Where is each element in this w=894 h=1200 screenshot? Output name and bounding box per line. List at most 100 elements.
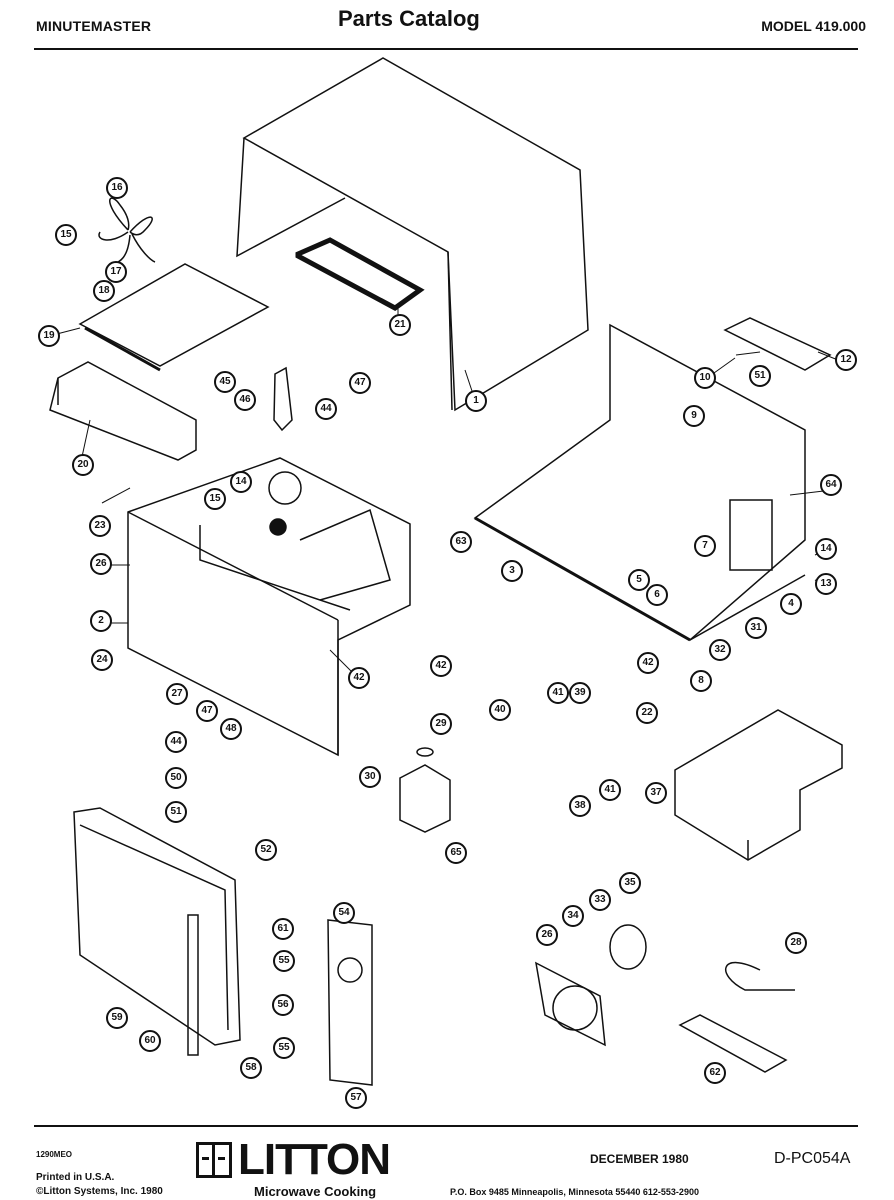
callout-48b[interactable]: 47 <box>349 372 371 394</box>
callout-55b[interactable]: 55 <box>273 1037 295 1059</box>
part-fan-blade <box>98 197 156 266</box>
part-wrap-cover <box>723 317 832 371</box>
part-housing <box>674 709 843 861</box>
callout-14[interactable]: 14 <box>815 538 837 560</box>
callout-53[interactable]: 52 <box>255 839 277 861</box>
callout-5[interactable]: 5 <box>628 569 650 591</box>
callout-46[interactable]: 44 <box>315 398 337 420</box>
callout-29[interactable]: 29 <box>430 713 452 735</box>
printed-in: Printed in U.S.A. <box>36 1172 115 1183</box>
callout-8[interactable]: 8 <box>690 670 712 692</box>
callout-40[interactable]: 40 <box>489 699 511 721</box>
callout-17a[interactable]: 16 <box>106 177 128 199</box>
litton-logo: LITTON <box>196 1135 391 1184</box>
callout-48a[interactable]: 46 <box>234 389 256 411</box>
copyright: ©Litton Systems, Inc. 1980 <box>36 1186 163 1197</box>
callout-25[interactable]: 24 <box>91 649 113 671</box>
callout-3[interactable]: 3 <box>501 560 523 582</box>
callout-30[interactable]: 30 <box>359 766 381 788</box>
callout-41b[interactable]: 41 <box>599 779 621 801</box>
part-oven-cavity <box>127 457 411 757</box>
callout-49[interactable]: 47 <box>196 700 218 722</box>
callout-20[interactable]: 19 <box>38 325 60 347</box>
part-base-plate <box>78 263 270 372</box>
callout-44[interactable]: 42 <box>430 655 452 677</box>
callout-59[interactable]: 59 <box>106 1007 128 1029</box>
callout-57[interactable]: 57 <box>345 1087 367 1109</box>
part-switch-bracket <box>273 366 293 432</box>
callout-41a[interactable]: 41 <box>547 682 569 704</box>
callout-61[interactable]: 61 <box>272 918 294 940</box>
part-cabinet-cover <box>236 57 589 412</box>
callout-12[interactable]: 12 <box>835 349 857 371</box>
callout-63[interactable]: 63 <box>450 531 472 553</box>
callout-42[interactable]: 42 <box>637 652 659 674</box>
callout-16b[interactable]: 15 <box>204 488 226 510</box>
callout-43[interactable]: 42 <box>348 667 370 689</box>
callout-26[interactable]: 26 <box>90 553 112 575</box>
callout-54[interactable]: 54 <box>333 902 355 924</box>
callout-60[interactable]: 60 <box>139 1030 161 1052</box>
litton-logo-mark-icon <box>196 1142 232 1178</box>
part-air-duct <box>49 361 197 461</box>
part-gasket <box>295 237 425 311</box>
callout-23[interactable]: 22 <box>636 702 658 724</box>
logo-text: LITTON <box>238 1135 391 1184</box>
callout-10[interactable]: 10 <box>694 367 716 389</box>
callout-4[interactable]: 4 <box>780 593 802 615</box>
callout-47[interactable]: 45 <box>214 371 236 393</box>
callout-33[interactable]: 33 <box>589 889 611 911</box>
header-rule <box>34 48 858 50</box>
callout-31[interactable]: 31 <box>745 617 767 639</box>
callout-28[interactable]: 28 <box>785 932 807 954</box>
callout-65[interactable]: 65 <box>445 842 467 864</box>
part-fan-shroud <box>535 961 606 1047</box>
footer-rule <box>34 1125 858 1127</box>
callout-52[interactable]: 51 <box>165 801 187 823</box>
callout-62[interactable]: 62 <box>704 1062 726 1084</box>
callout-34[interactable]: 34 <box>562 905 584 927</box>
brand-label: MINUTEMASTER <box>36 18 152 34</box>
part-light-cover <box>678 1014 788 1073</box>
callout-55[interactable]: 55 <box>273 950 295 972</box>
model-number: MODEL 419.000 <box>761 18 866 34</box>
callout-56[interactable]: 56 <box>272 994 294 1016</box>
callout-38[interactable]: 38 <box>569 795 591 817</box>
callout-15[interactable]: 14 <box>230 471 252 493</box>
callout-6[interactable]: 6 <box>646 584 668 606</box>
callout-13[interactable]: 13 <box>815 573 837 595</box>
callout-26b[interactable]: 26 <box>536 924 558 946</box>
callout-50[interactable]: 48 <box>220 718 242 740</box>
callout-51a[interactable]: 50 <box>165 767 187 789</box>
part-door <box>73 807 241 1056</box>
part-magnetron <box>399 747 451 833</box>
part-probe <box>725 961 795 991</box>
callout-7[interactable]: 7 <box>694 535 716 557</box>
callout-37[interactable]: 37 <box>645 782 667 804</box>
callout-64[interactable]: 64 <box>820 474 842 496</box>
callout-51b[interactable]: 51 <box>749 365 771 387</box>
callout-2[interactable]: 2 <box>90 610 112 632</box>
callout-35[interactable]: 35 <box>619 872 641 894</box>
callout-39[interactable]: 39 <box>569 682 591 704</box>
callout-21[interactable]: 20 <box>72 454 94 476</box>
callout-27[interactable]: 27 <box>166 683 188 705</box>
callout-16[interactable]: 15 <box>55 224 77 246</box>
callout-9[interactable]: 9 <box>683 405 705 427</box>
callout-19[interactable]: 18 <box>93 280 115 302</box>
callout-32[interactable]: 32 <box>709 639 731 661</box>
part-back-panel <box>473 323 806 642</box>
callout-1[interactable]: 1 <box>465 390 487 412</box>
page-title: Parts Catalog <box>338 6 480 31</box>
document-number: D-PC054A <box>774 1150 851 1167</box>
callout-58[interactable]: 58 <box>240 1057 262 1079</box>
part-fan-motor <box>609 924 647 970</box>
callout-17b[interactable]: 17 <box>105 261 127 283</box>
callout-22[interactable]: 21 <box>389 314 411 336</box>
catalog-code: 1290MEO <box>36 1150 73 1159</box>
company-address: P.O. Box 9485 Minneapolis, Minnesota 554… <box>450 1187 699 1197</box>
callout-45[interactable]: 44 <box>165 731 187 753</box>
callout-24[interactable]: 23 <box>89 515 111 537</box>
part-control-panel <box>327 919 373 1086</box>
